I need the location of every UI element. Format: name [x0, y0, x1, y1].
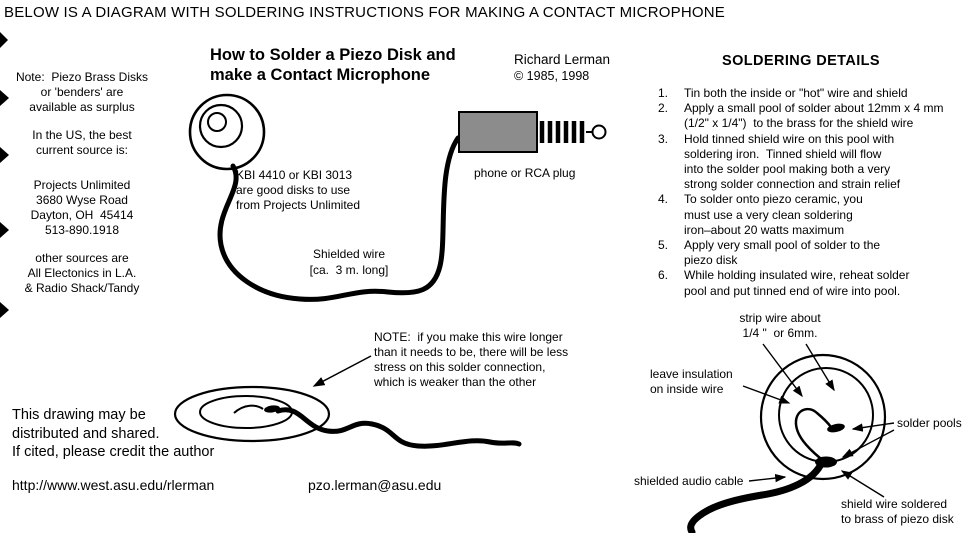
author-name: Richard Lerman [514, 52, 611, 67]
supplier-notes: Note: Piezo Brass Disks or 'benders' are… [8, 70, 156, 296]
disk-model-label: KBI 4410 or KBI 3013 are good disks to u… [236, 168, 361, 212]
other-sources-note: other sources are All Electonics in L.A.… [24, 251, 140, 295]
author-email: pzo.lerman@asu.edu [308, 477, 442, 493]
leave-insulation-arrow [742, 385, 791, 404]
soldering-step: 4. To solder onto piezo ceramic, you mus… [658, 192, 960, 238]
detail-disk-drawing [759, 353, 887, 481]
solder-joint-blob [264, 405, 280, 413]
insulation-label: leave insulation on inside wire [650, 367, 733, 396]
strip-wire-label: strip wire about 1/4 " or 6mm. [739, 311, 821, 340]
wire-coil-drawing [275, 407, 522, 449]
soldering-step: 5. Apply very small pool of solder to th… [658, 238, 960, 268]
soldering-step: 1. Tin both the inside or "hot" wire and… [658, 86, 960, 101]
supplier-address: Projects Unlimited 3680 Wyse Road Dayton… [30, 178, 134, 237]
author-url: http://www.west.asu.edu/rlerman [12, 477, 215, 493]
strip-wire-arrow-left [762, 343, 803, 398]
diagram-title: How to Solder a Piezo Disk and make a Co… [210, 46, 456, 84]
plug-body [458, 111, 538, 153]
shield-wire-label: shield wire soldered to brass of piezo d… [841, 497, 954, 526]
plug-ribs [539, 121, 585, 143]
distribution-statement: This drawing may be distributed and shar… [12, 407, 215, 460]
solder-pools-arrow-top [851, 422, 895, 432]
step-text: Hold tinned shield wire on this pool wit… [684, 131, 901, 192]
note-arrow [312, 355, 372, 387]
solder-pools-label: solder pools [897, 416, 962, 430]
solder-pools-arrow-bottom [841, 429, 895, 458]
step-number: 3. [658, 131, 669, 146]
step-text: Apply very small pool of solder to the p… [684, 238, 881, 268]
soldering-step: 6. While holding insulated wire, reheat … [658, 268, 960, 298]
step-number: 6. [658, 268, 669, 283]
step-number: 1. [658, 86, 669, 100]
solder-pool-hot [827, 423, 845, 433]
step-text: Tin both the inside or "hot" wire and sh… [684, 86, 908, 100]
soldering-step: 3. Hold tinned shield wire on this pool … [658, 132, 960, 193]
plug-tip [591, 124, 607, 140]
step-text: Apply a small pool of solder about 12mm … [684, 101, 944, 131]
inner-wire-drawing [794, 407, 833, 460]
audio-cable-label: shielded audio cable [634, 474, 744, 488]
step-number: 4. [658, 192, 669, 207]
piezo-disk-drawing [188, 93, 266, 171]
page-header: BELOW IS A DIAGRAM WITH SOLDERING INSTRU… [4, 4, 725, 21]
plug-label: phone or RCA plug [474, 166, 576, 180]
step-number: 2. [658, 101, 669, 116]
wire-length-note: NOTE: if you make this wire longer than … [374, 330, 569, 389]
wire-label: Shielded wire [ca. 3 m. long] [309, 247, 389, 277]
solder-pool-shield [815, 456, 837, 468]
copyright-notice: © 1985, 1998 [514, 69, 590, 83]
phone-plug-drawing [458, 111, 607, 153]
soldering-step: 2. Apply a small pool of solder about 12… [658, 101, 960, 131]
soldering-heading: SOLDERING DETAILS [722, 53, 880, 69]
step-number: 5. [658, 238, 669, 253]
soldering-steps: 1. Tin both the inside or "hot" wire and… [658, 86, 960, 299]
step-text: To solder onto piezo ceramic, you must u… [684, 192, 863, 237]
shield-arrow [840, 470, 885, 498]
step-text: While holding insulated wire, reheat sol… [684, 268, 910, 298]
cable-arrow [748, 473, 787, 483]
audio-cable-drawing [687, 458, 826, 533]
surplus-note: Note: Piezo Brass Disks or 'benders' are… [15, 70, 149, 114]
strip-wire-arrow-right [805, 343, 835, 392]
source-note: In the US, the best current source is: [32, 128, 132, 157]
